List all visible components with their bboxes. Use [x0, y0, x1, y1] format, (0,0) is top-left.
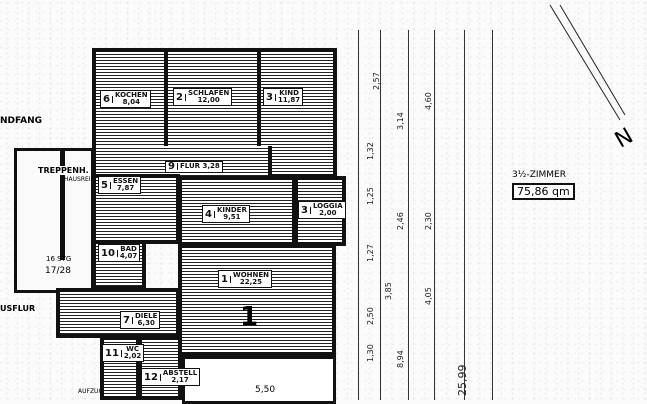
room-diele [56, 288, 180, 338]
dimension-text: 3,85 [384, 282, 393, 300]
dimension-text: 1,32 [366, 142, 375, 160]
dimension-text: 3,14 [396, 112, 405, 130]
dimension-line [380, 30, 381, 400]
hausreinigung-label: HAUSREINIG. [64, 176, 104, 183]
stair-center-wall [60, 150, 65, 260]
dimension-text: 1,27 [366, 244, 375, 262]
dimension-text: 1,30 [366, 344, 375, 362]
dimension-text: 25,99 [456, 364, 469, 397]
balcony [182, 356, 336, 404]
dimension-text: 4,05 [424, 287, 433, 305]
balcony-dimension: 5,50 [255, 385, 276, 395]
unit-total-area: 75,86 qm [512, 183, 575, 200]
aufzug-label: AUFZUG [78, 388, 104, 395]
ausflur-label: USFLUR [0, 304, 36, 313]
unit-type: 3½-ZIMMER [512, 170, 566, 180]
windfang-label: NDFANG [0, 116, 43, 126]
steps-label: 16 STG [46, 255, 72, 263]
dimension-text: 2,46 [396, 212, 405, 230]
room-wohnen [178, 244, 336, 356]
north-arrow-icon [549, 4, 626, 121]
dimension-text: 2,30 [424, 212, 433, 230]
dimension-text: 2,50 [366, 307, 375, 325]
dimension-text: 1,25 [366, 187, 375, 205]
dimension-text: 4,60 [424, 92, 433, 110]
dimension-text: 2,57 [372, 72, 381, 90]
dimension-text: 8,94 [396, 350, 405, 368]
dimension-line [434, 30, 435, 400]
dimension-line [358, 30, 359, 400]
dimension-line [464, 30, 465, 400]
dimension-line [492, 30, 493, 400]
steps-ratio-label: 17/28 [45, 266, 71, 276]
treppenhaus-label: TREPPENH. [38, 166, 89, 175]
apartment-number: 1 [240, 302, 259, 332]
dimension-line [408, 30, 409, 400]
